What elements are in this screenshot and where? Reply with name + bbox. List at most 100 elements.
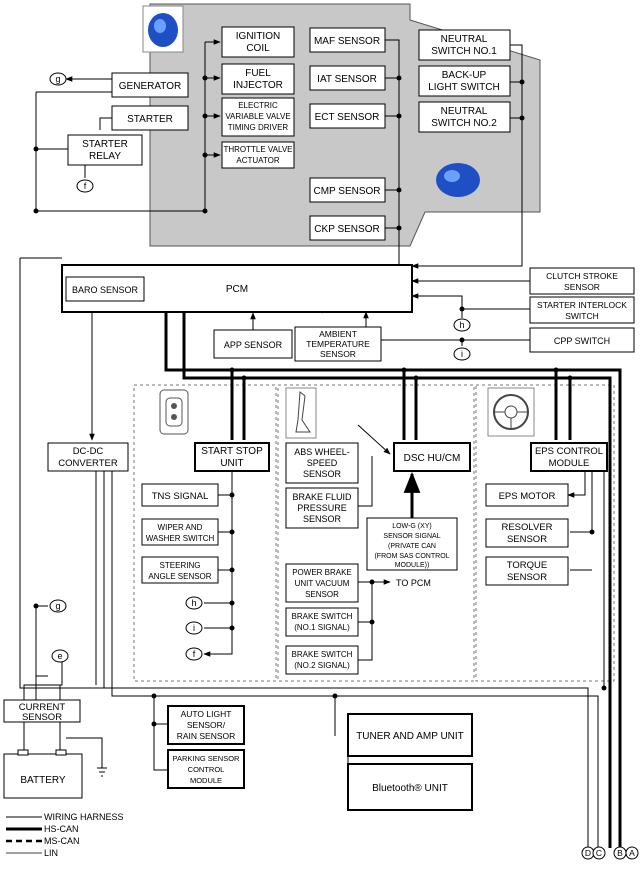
svg-text:SENSOR: SENSOR (564, 282, 600, 292)
connector-d: D (581, 846, 595, 860)
svg-text:STARTER: STARTER (127, 114, 173, 125)
svg-text:B: B (617, 848, 623, 858)
svg-text:BRAKE SWITCH: BRAKE SWITCH (292, 650, 353, 659)
svg-text:D: D (585, 848, 591, 858)
backup-light-switch-box: BACK-UP LIGHT SWITCH (418, 65, 511, 97)
brake-pedal-icon (285, 387, 317, 439)
svg-text:TEMPERATURE: TEMPERATURE (306, 339, 370, 349)
fuel-injector-box: FUEL INJECTOR (221, 63, 295, 95)
svg-text:MODULE: MODULE (190, 776, 222, 785)
svg-text:g: g (55, 601, 60, 611)
connector-e: e (51, 649, 69, 663)
svg-text:f: f (84, 181, 87, 191)
svg-text:BARO SENSOR: BARO SENSOR (72, 285, 139, 295)
brake-switch-1-box: BRAKE SWITCH (NO.1 SIGNAL) (285, 607, 359, 637)
svg-text:CURRENT: CURRENT (19, 702, 66, 713)
eps-motor-box: EPS MOTOR (485, 483, 569, 507)
svg-text:SPEED: SPEED (307, 458, 338, 468)
clutch-stroke-sensor-box: CLUTCH STROKE SENSOR (529, 267, 635, 295)
wiring-harness-lines (19, 39, 605, 848)
svg-text:TNS SIGNAL: TNS SIGNAL (152, 491, 209, 502)
svg-text:LOW-G (XY): LOW-G (XY) (392, 523, 432, 530)
connector-f-top: f (76, 179, 94, 193)
brake-fluid-pressure-sensor-box: BRAKE FLUID PRESSURE SENSOR (285, 487, 359, 529)
connector-g-bottom: g (49, 599, 67, 613)
auto-light-rain-sensor-box: AUTO LIGHT SENSOR/ RAIN SENSOR (167, 705, 245, 745)
key-fob-icon (159, 389, 189, 435)
zone-middle (277, 384, 475, 682)
abs-wheel-speed-sensor-box: ABS WHEEL- SPEED SENSOR (285, 442, 359, 484)
svg-text:g: g (55, 74, 60, 84)
svg-text:SENSOR SIGNAL: SENSOR SIGNAL (383, 533, 440, 540)
svg-text:CKP SENSOR: CKP SENSOR (314, 224, 379, 235)
svg-text:f: f (193, 649, 196, 659)
svg-text:RELAY: RELAY (89, 151, 121, 162)
svg-text:CPP SWITCH: CPP SWITCH (554, 336, 610, 346)
transmission-image-icon (430, 155, 484, 207)
svg-text:CMP SENSOR: CMP SENSOR (313, 186, 380, 197)
svg-text:IGNITION: IGNITION (236, 31, 280, 42)
brake-switch-2-box: BRAKE SWITCH (NO.2 SIGNAL) (285, 645, 359, 675)
throttle-actuator-box: THROTTLE VALVE ACTUATOR (221, 141, 295, 169)
starter-box: STARTER (111, 105, 189, 131)
current-sensor-box: CURRENT SENSOR (3, 699, 81, 723)
svg-text:(NO.1 SIGNAL): (NO.1 SIGNAL) (294, 623, 350, 632)
svg-text:i: i (193, 623, 195, 633)
iat-sensor-box: IAT SENSOR (309, 65, 386, 91)
bluetooth-unit-box: Bluetooth® UNIT (347, 763, 473, 811)
svg-text:ANGLE SENSOR: ANGLE SENSOR (148, 572, 211, 581)
neutral-switch-1-box: NEUTRAL SWITCH NO.1 (418, 29, 511, 61)
svg-text:SENSOR: SENSOR (507, 572, 547, 583)
svg-text:WIPER AND: WIPER AND (158, 523, 203, 532)
maf-sensor-box: MAF SENSOR (309, 27, 386, 53)
dsc-hu-cm-box: DSC HU/CM (393, 442, 471, 472)
svg-text:Bluetooth® UNIT: Bluetooth® UNIT (372, 783, 448, 794)
connector-g-top: g (49, 72, 67, 86)
svg-text:EPS CONTROL: EPS CONTROL (535, 446, 603, 457)
svg-text:SENSOR: SENSOR (320, 349, 356, 359)
resolver-sensor-box: RESOLVER SENSOR (485, 518, 569, 548)
svg-text:BRAKE FLUID: BRAKE FLUID (292, 492, 352, 502)
vvt-driver-box: ELECTRIC VARIABLE VALVE TIMING DRIVER (221, 97, 295, 137)
svg-text:ECT SENSOR: ECT SENSOR (315, 112, 380, 123)
svg-text:STARTER INTERLOCK: STARTER INTERLOCK (537, 300, 627, 310)
svg-text:BACK-UP: BACK-UP (442, 70, 487, 81)
svg-text:NEUTRAL: NEUTRAL (441, 106, 488, 117)
svg-text:PRESSURE: PRESSURE (297, 503, 347, 513)
connector-b: B (613, 846, 627, 860)
svg-text:SENSOR: SENSOR (303, 514, 342, 524)
svg-text:DC-DC: DC-DC (73, 446, 104, 457)
svg-text:SWITCH NO.2: SWITCH NO.2 (431, 118, 497, 129)
svg-text:i: i (461, 349, 463, 359)
svg-text:GENERATOR: GENERATOR (119, 81, 181, 92)
svg-text:COIL: COIL (246, 43, 270, 54)
svg-text:MS-CAN: MS-CAN (44, 836, 80, 846)
svg-text:PARKING SENSOR: PARKING SENSOR (173, 754, 241, 763)
svg-text:UNIT VACUUM: UNIT VACUUM (295, 579, 350, 588)
svg-text:SENSOR: SENSOR (507, 534, 547, 545)
svg-text:VARIABLE VALVE: VARIABLE VALVE (225, 112, 290, 121)
ambient-temp-sensor-box: AMBIENT TEMPERATURE SENSOR (294, 326, 382, 362)
engine-image-icon (142, 5, 184, 53)
svg-text:RESOLVER: RESOLVER (501, 522, 552, 533)
svg-text:h: h (459, 320, 464, 330)
starter-relay-box: STARTER RELAY (67, 134, 143, 166)
svg-text:LIN: LIN (44, 848, 58, 858)
ckp-sensor-box: CKP SENSOR (309, 215, 386, 241)
svg-text:INJECTOR: INJECTOR (233, 80, 283, 91)
svg-text:PCM: PCM (226, 284, 248, 295)
svg-text:EPS MOTOR: EPS MOTOR (499, 491, 556, 502)
generator-box: GENERATOR (111, 72, 189, 98)
svg-text:e: e (57, 651, 62, 661)
svg-text:IAT SENSOR: IAT SENSOR (317, 74, 377, 85)
ms-can-lines (23, 650, 63, 700)
svg-text:(PRIVATE CAN: (PRIVATE CAN (388, 543, 436, 550)
svg-text:SWITCH: SWITCH (565, 311, 599, 321)
svg-text:CLUTCH STROKE: CLUTCH STROKE (546, 271, 618, 281)
svg-text:START STOP: START STOP (201, 446, 263, 457)
svg-text:SWITCH NO.1: SWITCH NO.1 (431, 46, 497, 57)
connector-c: C (592, 846, 606, 860)
svg-text:UNIT: UNIT (220, 458, 243, 469)
starter-interlock-switch-box: STARTER INTERLOCK SWITCH (529, 296, 635, 324)
svg-text:HS-CAN: HS-CAN (44, 824, 79, 834)
